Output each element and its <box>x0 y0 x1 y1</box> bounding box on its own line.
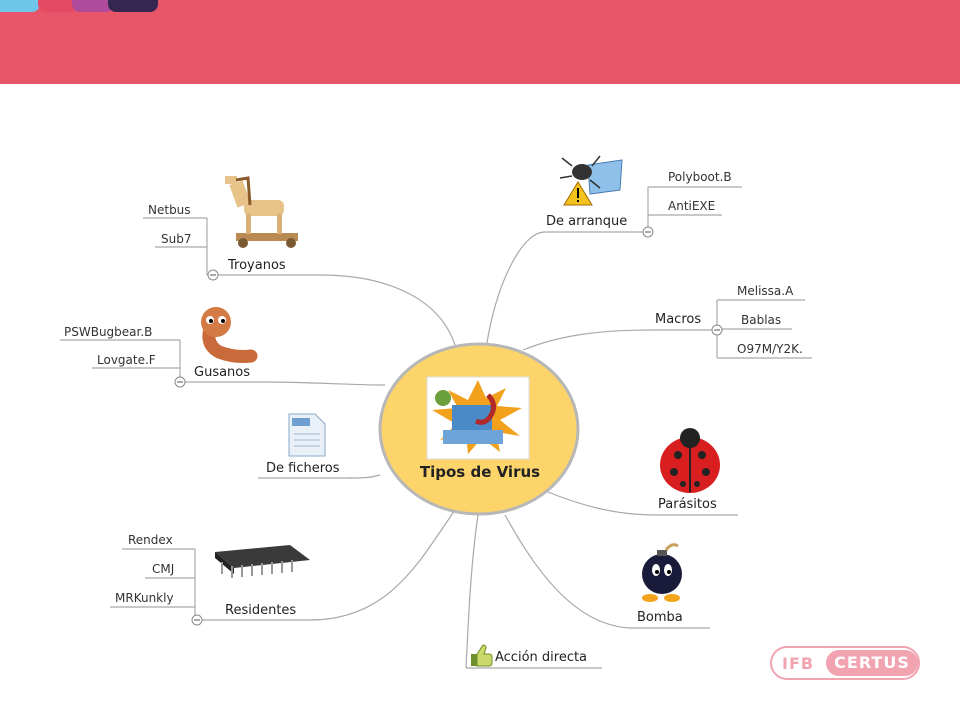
leaf-cmj[interactable]: CMJ <box>152 562 175 576</box>
leaf-netbus[interactable]: Netbus <box>148 203 191 217</box>
central-node-label[interactable]: Tipos de Virus <box>419 463 541 481</box>
ifb-certus-logo: IFB CERTUS <box>770 646 920 680</box>
leaf-bablas[interactable]: Bablas <box>741 313 782 327</box>
branch-arranque[interactable]: De arranque <box>546 214 628 229</box>
leaf-melissa[interactable]: Melissa.A <box>737 284 794 298</box>
leaf-rendex[interactable]: Rendex <box>128 533 173 547</box>
branch-bomba[interactable]: Bomba <box>637 610 683 625</box>
banner-tab-navy <box>108 0 158 12</box>
banner-tab-blue <box>0 0 40 12</box>
banner-tab-purple <box>72 0 114 12</box>
logo-right-text: CERTUS <box>826 650 918 676</box>
branch-troyanos[interactable]: Troyanos <box>228 258 286 273</box>
ladybug-icon <box>660 428 720 493</box>
connector-troyanos <box>319 274 456 346</box>
branch-gusanos[interactable]: Gusanos <box>194 365 251 380</box>
branch-ficheros[interactable]: De ficheros <box>266 461 340 476</box>
logo-left-text: IFB <box>782 654 815 673</box>
leaf-polyboot[interactable]: Polyboot.B <box>668 170 732 184</box>
leaf-o97m[interactable]: O97M/Y2K. <box>737 342 803 356</box>
connector-arranque <box>486 231 546 344</box>
connector-residentes <box>309 509 456 621</box>
connector-gusanos <box>261 381 386 386</box>
connector-parasitos <box>547 491 656 516</box>
thumbs-up-icon <box>471 644 493 667</box>
banner-tab-red <box>38 0 78 12</box>
branch-accion-directa[interactable]: Acción directa <box>495 650 588 665</box>
branch-residentes[interactable]: Residentes <box>225 603 297 618</box>
bug-monitor-warning-icon <box>559 155 623 206</box>
chip-icon <box>215 545 310 578</box>
leaf-mrkunkly[interactable]: MRKunkly <box>115 591 174 605</box>
trojan-horse-icon <box>225 176 298 248</box>
connector-accion <box>465 514 479 669</box>
leaf-pswbugbear[interactable]: PSWBugbear.B <box>64 325 153 339</box>
virus-collage-icon <box>426 376 530 460</box>
branch-macros[interactable]: Macros <box>655 312 702 327</box>
connector-macros <box>522 329 653 351</box>
connector-ficheros <box>349 474 381 479</box>
leaf-lovgate[interactable]: Lovgate.F <box>97 353 156 367</box>
connector-bomba <box>504 514 631 629</box>
bomb-icon <box>642 543 682 602</box>
leaf-sub7[interactable]: Sub7 <box>161 232 192 246</box>
text-file-icon <box>288 413 326 457</box>
leaf-antiexe[interactable]: AntiEXE <box>668 199 716 213</box>
worm-icon <box>201 307 258 363</box>
top-banner <box>0 0 960 84</box>
branch-parasitos[interactable]: Parásitos <box>658 497 717 512</box>
